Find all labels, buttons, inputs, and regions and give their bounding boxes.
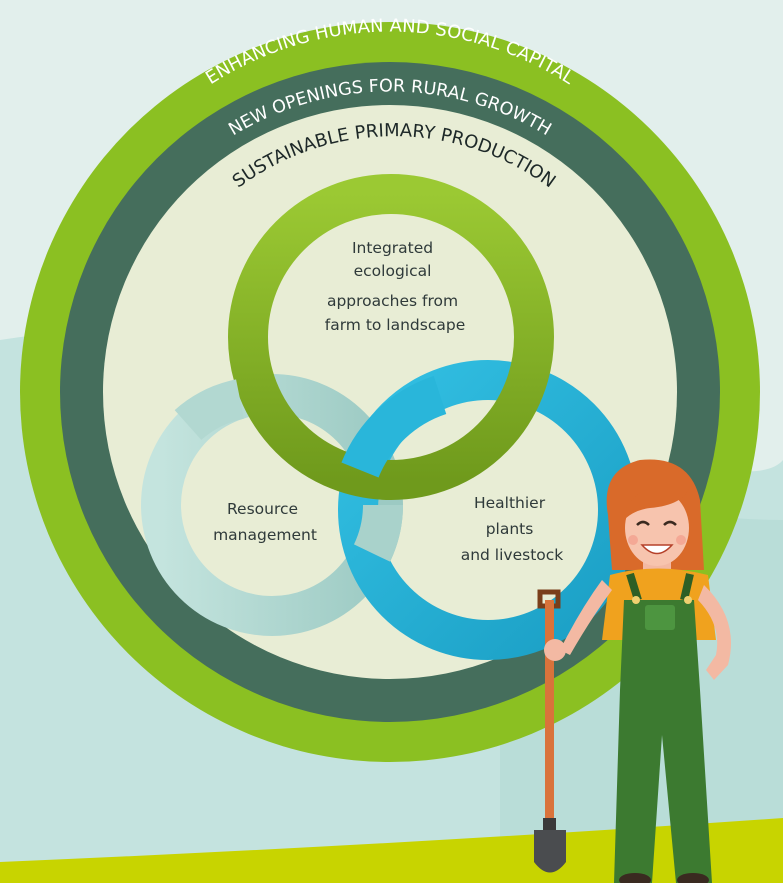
ring-label-livestock: Healthier plants and livestock bbox=[461, 494, 564, 564]
shovel-illustration bbox=[534, 589, 566, 873]
ground-strip bbox=[0, 818, 783, 883]
ring-overlap-blue bbox=[341, 376, 447, 479]
inner-circle bbox=[103, 105, 677, 679]
ring-overlap-pale bbox=[174, 379, 245, 441]
ring-green-ecological bbox=[228, 174, 554, 500]
ring-label-ecological: Integrated ecological approaches from fa… bbox=[325, 239, 466, 334]
farmer-illustration bbox=[544, 459, 731, 883]
ring-overlap-pale-lower bbox=[353, 504, 403, 562]
ring-label-resource: Resource management bbox=[213, 500, 317, 544]
